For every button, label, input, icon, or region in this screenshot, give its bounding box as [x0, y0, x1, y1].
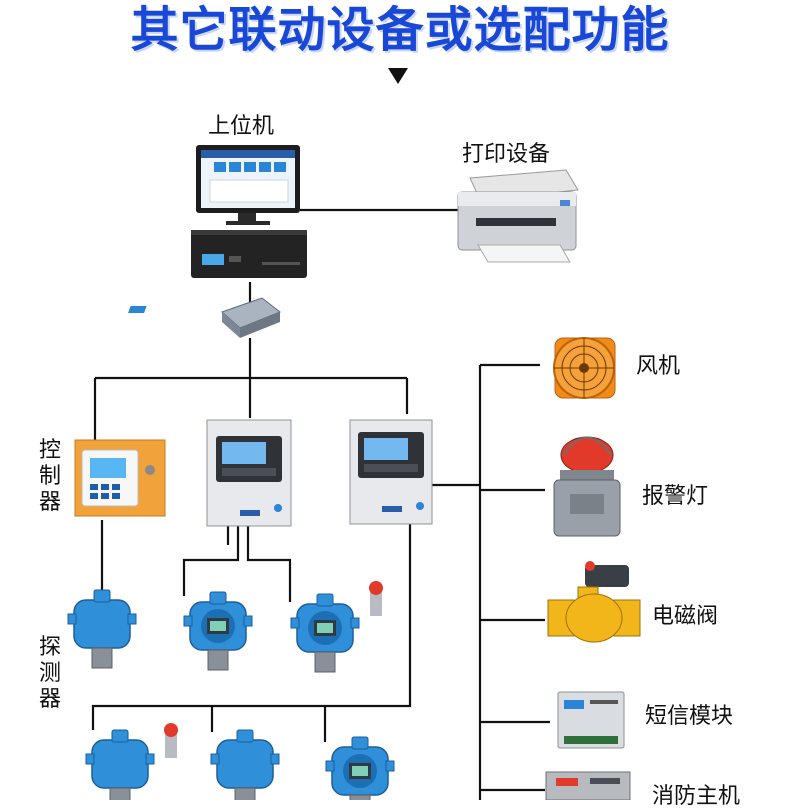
label-alarm-light: 报警灯 [642, 484, 709, 509]
sms-module [557, 691, 625, 749]
controller-cabinet-2 [349, 419, 433, 525]
detector-5 [210, 729, 280, 800]
detector-2 [183, 591, 253, 671]
detector-3-alarm [369, 581, 383, 616]
controller-cabinet-1 [206, 419, 292, 527]
label-printer: 打印设备 [462, 142, 551, 167]
connection-lines [91, 208, 550, 800]
host-computer [191, 145, 307, 278]
detector-3 [290, 593, 360, 673]
signal-converter [128, 297, 281, 338]
label-solenoid-valve: 电磁阀 [652, 604, 719, 629]
label-sms-module: 短信模块 [645, 704, 734, 729]
wall-controller [74, 439, 166, 517]
alarm-light [553, 436, 621, 537]
line-cab1-det2 [246, 526, 292, 602]
detector-6 [325, 736, 395, 800]
label-fan: 风机 [636, 354, 681, 379]
down-arrow-icon [388, 68, 408, 84]
monitor-neck [238, 213, 256, 222]
fire-host [545, 771, 631, 800]
line-cab2-row2 [91, 524, 412, 730]
monitor-base [226, 221, 270, 225]
printer [457, 169, 579, 263]
label-controller: 控制器 [38, 438, 61, 515]
detector-4-alarm [164, 723, 178, 758]
label-fire-host: 消防主机 [652, 784, 741, 809]
page-title: 其它联动设备或选配功能 [130, 2, 670, 58]
solenoid-valve [547, 561, 641, 643]
rack-server [191, 230, 307, 278]
line-cab1-det1 [182, 526, 240, 596]
label-host: 上位机 [208, 114, 275, 139]
fan [553, 337, 616, 399]
detector-1 [67, 589, 137, 669]
detector-4 [85, 729, 155, 800]
label-detector: 探测器 [38, 635, 61, 712]
